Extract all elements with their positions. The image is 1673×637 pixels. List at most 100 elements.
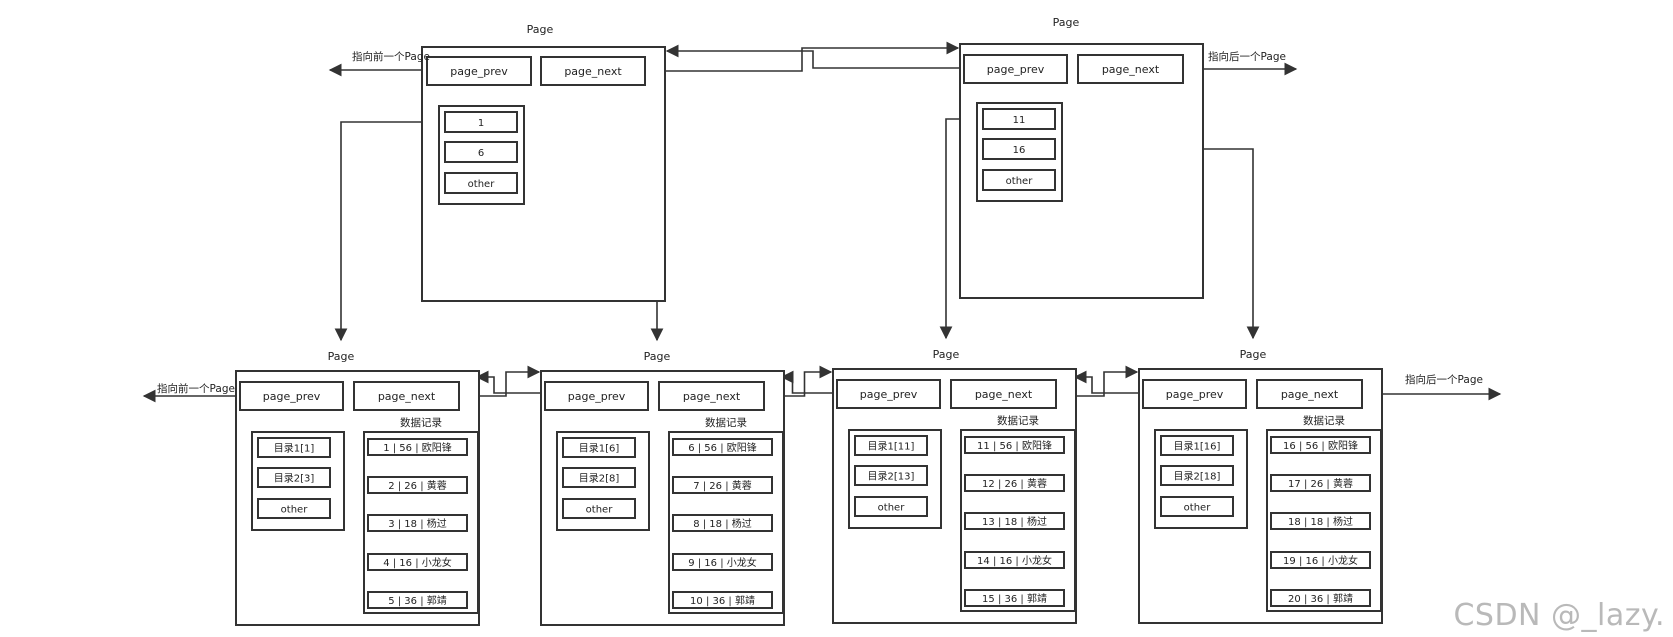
leaf-page-4-record-3-label: 18 | 18 | 杨过 [1288, 515, 1353, 528]
leaf-page-1-page-prev-box [239, 381, 344, 411]
leaf-page-3-title: Page [933, 348, 960, 361]
leaf-page-4-record-3-box [1270, 512, 1371, 530]
leaf-page-3-record-2-label: 12 | 26 | 黄蓉 [982, 477, 1047, 490]
top-page-1-entry-3-box [444, 172, 518, 194]
leaf-page-4-title: Page [1240, 348, 1267, 361]
top-page-2-entry-1-box [982, 108, 1056, 130]
leaf-link-prev-3 [1073, 370, 1143, 394]
top-page-2-entry-1-label: 11 [1013, 115, 1026, 126]
leaf-page-2-record-3-box [672, 514, 773, 532]
leaf-page-1-title: Page [328, 350, 355, 363]
leaf-page-2-record-3-label: 8 | 18 | 杨过 [693, 517, 752, 530]
leaf-page-4-page-next-label: page_next [1281, 388, 1339, 401]
top-page-1-title: Page [527, 23, 554, 36]
top-prev-arrow-label: 指向前一个Page [352, 50, 430, 63]
leaf-page-3-page-prev-label: page_prev [860, 388, 918, 401]
top-page-1-page-next-box [540, 56, 646, 86]
top-page-2-entry-3-box [982, 169, 1056, 191]
leaf-page-3-record-3-label: 13 | 18 | 杨过 [982, 515, 1047, 528]
top-page-2-page-next-label: page_next [1102, 63, 1160, 76]
leaf-page-3-page-next-label: page_next [975, 388, 1033, 401]
leaf-page-2-directory-1-box [562, 437, 636, 458]
leaf-page-3-record-2-box [964, 474, 1065, 492]
leaf-page-4-directory-2-label: 目录2[18] [1174, 471, 1221, 483]
leaf-page-4-record-1-label: 16 | 56 | 欧阳锋 [1283, 439, 1358, 452]
leaf-page-3-record-4-box [964, 551, 1065, 569]
leaf-page-2-record-4-label: 9 | 16 | 小龙女 [688, 556, 757, 569]
leaf-page-4-record-5-box [1270, 589, 1371, 607]
top-page-1-page-prev-box [426, 56, 532, 86]
leaf-page-4-record-2-label: 17 | 26 | 黄蓉 [1288, 477, 1353, 490]
leaf-page-2-record-2-label: 7 | 26 | 黄蓉 [693, 479, 752, 492]
leaf-page-2-record-1-box [672, 438, 773, 456]
leaf-page-1-record-1-box [367, 438, 468, 456]
leaf-page-1-record-5-box [367, 591, 468, 609]
leaf-page-2-record-1-label: 6 | 56 | 欧阳锋 [688, 441, 757, 454]
leaf-page-4-directory-1-box [1160, 435, 1234, 456]
leaf-page-3-directory-2-label: 目录2[13] [868, 471, 915, 483]
leaf-page-4-page-prev-box [1142, 379, 1247, 409]
leaf-page-2-page-next-label: page_next [683, 390, 741, 403]
leaf-page-2-page-prev-label: page_prev [568, 390, 626, 403]
leaf-page-4-record-5-label: 20 | 36 | 郭靖 [1288, 592, 1353, 605]
leaf-page-3-directory-other-box [854, 496, 928, 517]
top-page-2-entry-3-label: other [1006, 176, 1034, 187]
leaf-page-3-directory-other-label: other [878, 503, 906, 514]
leaf-link-next-1 [459, 365, 541, 397]
leaf-page-4-directory-2-box [1160, 465, 1234, 486]
leaf-page-1-record-4-label: 4 | 16 | 小龙女 [383, 556, 452, 569]
leaf-page-1-records-title: 数据记录 [400, 416, 442, 429]
leaf-page-4-record-2-box [1270, 474, 1371, 492]
leaf-page-1-directory-1-box [257, 437, 331, 458]
leaf-page-1-directory-1-label: 目录1[1] [274, 443, 315, 455]
top-page-2-page-prev-box [963, 54, 1068, 84]
top-page-1-entry-1-label: 1 [478, 118, 484, 129]
top-page-2-page-next-box [1077, 54, 1184, 84]
leaf-page-1-record-2-label: 2 | 26 | 黄蓉 [388, 479, 447, 492]
leaf-page-3-directory-1-box [854, 435, 928, 456]
leaf-page-4-directory-1-label: 目录1[16] [1174, 441, 1221, 453]
leaf-page-1-record-1-label: 1 | 56 | 欧阳锋 [383, 441, 452, 454]
leaf-page-1-directory-2-box [257, 467, 331, 488]
leaf-page-2-directory-other-label: other [586, 505, 614, 516]
leaf-page-2-directory-other-box [562, 498, 636, 519]
leaf-page-3-record-5-box [964, 589, 1065, 607]
leaf-page-2-records-title: 数据记录 [705, 416, 747, 429]
leaf-page-4-directory-other-label: other [1184, 503, 1212, 514]
leaf-page-1-record-4-box [367, 553, 468, 571]
leaf-page-4-directory-other-box [1160, 496, 1234, 517]
leaf-page-2-record-5-label: 10 | 36 | 郭靖 [690, 594, 755, 607]
leaf-page-3-record-3-box [964, 512, 1065, 530]
top-next-link [645, 41, 960, 72]
top-prev-link [665, 44, 964, 69]
leaf-page-1-page-next-label: page_next [378, 390, 436, 403]
leaf-page-2-directory-2-label: 目录2[8] [579, 473, 620, 485]
leaf-link-prev-2 [780, 370, 837, 394]
leaf-page-2-record-2-box [672, 476, 773, 494]
leaf-page-2-page-prev-box [544, 381, 649, 411]
leaf-page-1-record-5-label: 5 | 36 | 郭靖 [388, 594, 447, 607]
leaf-page-3-record-1-box [964, 436, 1065, 454]
leaf-page-2-directory-1-label: 目录1[6] [579, 443, 620, 455]
top-page-1-entry-3-label: other [468, 179, 496, 190]
top-page-2-title: Page [1053, 16, 1080, 29]
leaf-page-1-record-2-box [367, 476, 468, 494]
leaf-page-1-record-3-box [367, 514, 468, 532]
leaf-page-4-record-4-box [1270, 551, 1371, 569]
leaf-page-2-directory-2-box [562, 467, 636, 488]
leaf-page-1-page-prev-label: page_prev [263, 390, 321, 403]
leaf-page-1-record-3-label: 3 | 18 | 杨过 [388, 517, 447, 530]
leaf-page-2-page-next-box [658, 381, 765, 411]
leaf-page-2-record-5-box [672, 591, 773, 609]
leaf-page-3-directory-1-label: 目录1[11] [868, 441, 915, 453]
leaf-page-4-record-1-box [1270, 436, 1371, 454]
top-page-1-entry-2-box [444, 141, 518, 163]
leaf-page-4-record-4-label: 19 | 16 | 小龙女 [1283, 554, 1358, 567]
top-page-2-page-prev-label: page_prev [987, 63, 1045, 76]
top-page-2-entry-2-label: 16 [1013, 145, 1026, 156]
leaf-page-2-title: Page [644, 350, 671, 363]
entry-1-to-leaf-1 [334, 121, 445, 342]
top-page-1-entry-1-box [444, 111, 518, 133]
top-page-2-entry-2-box [982, 138, 1056, 160]
